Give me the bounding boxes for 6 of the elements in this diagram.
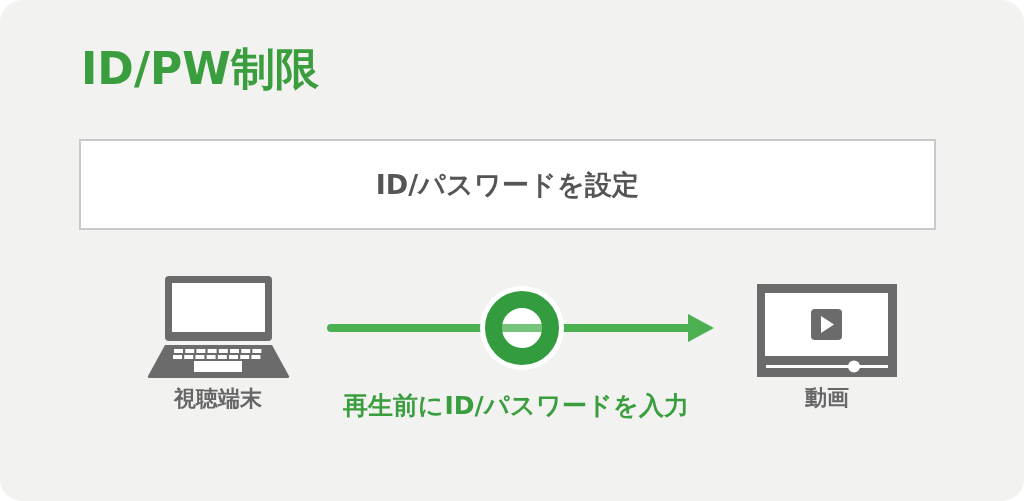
process-box: ID/パスワードを設定 (79, 139, 936, 230)
title: ID/PW制限 (81, 44, 319, 95)
node-label: 視聴端末 (174, 386, 262, 413)
ring-marker (480, 286, 564, 370)
node-label: 動画 (805, 385, 849, 412)
step-label: 再生前にID/パスワードを入力 (343, 391, 689, 421)
